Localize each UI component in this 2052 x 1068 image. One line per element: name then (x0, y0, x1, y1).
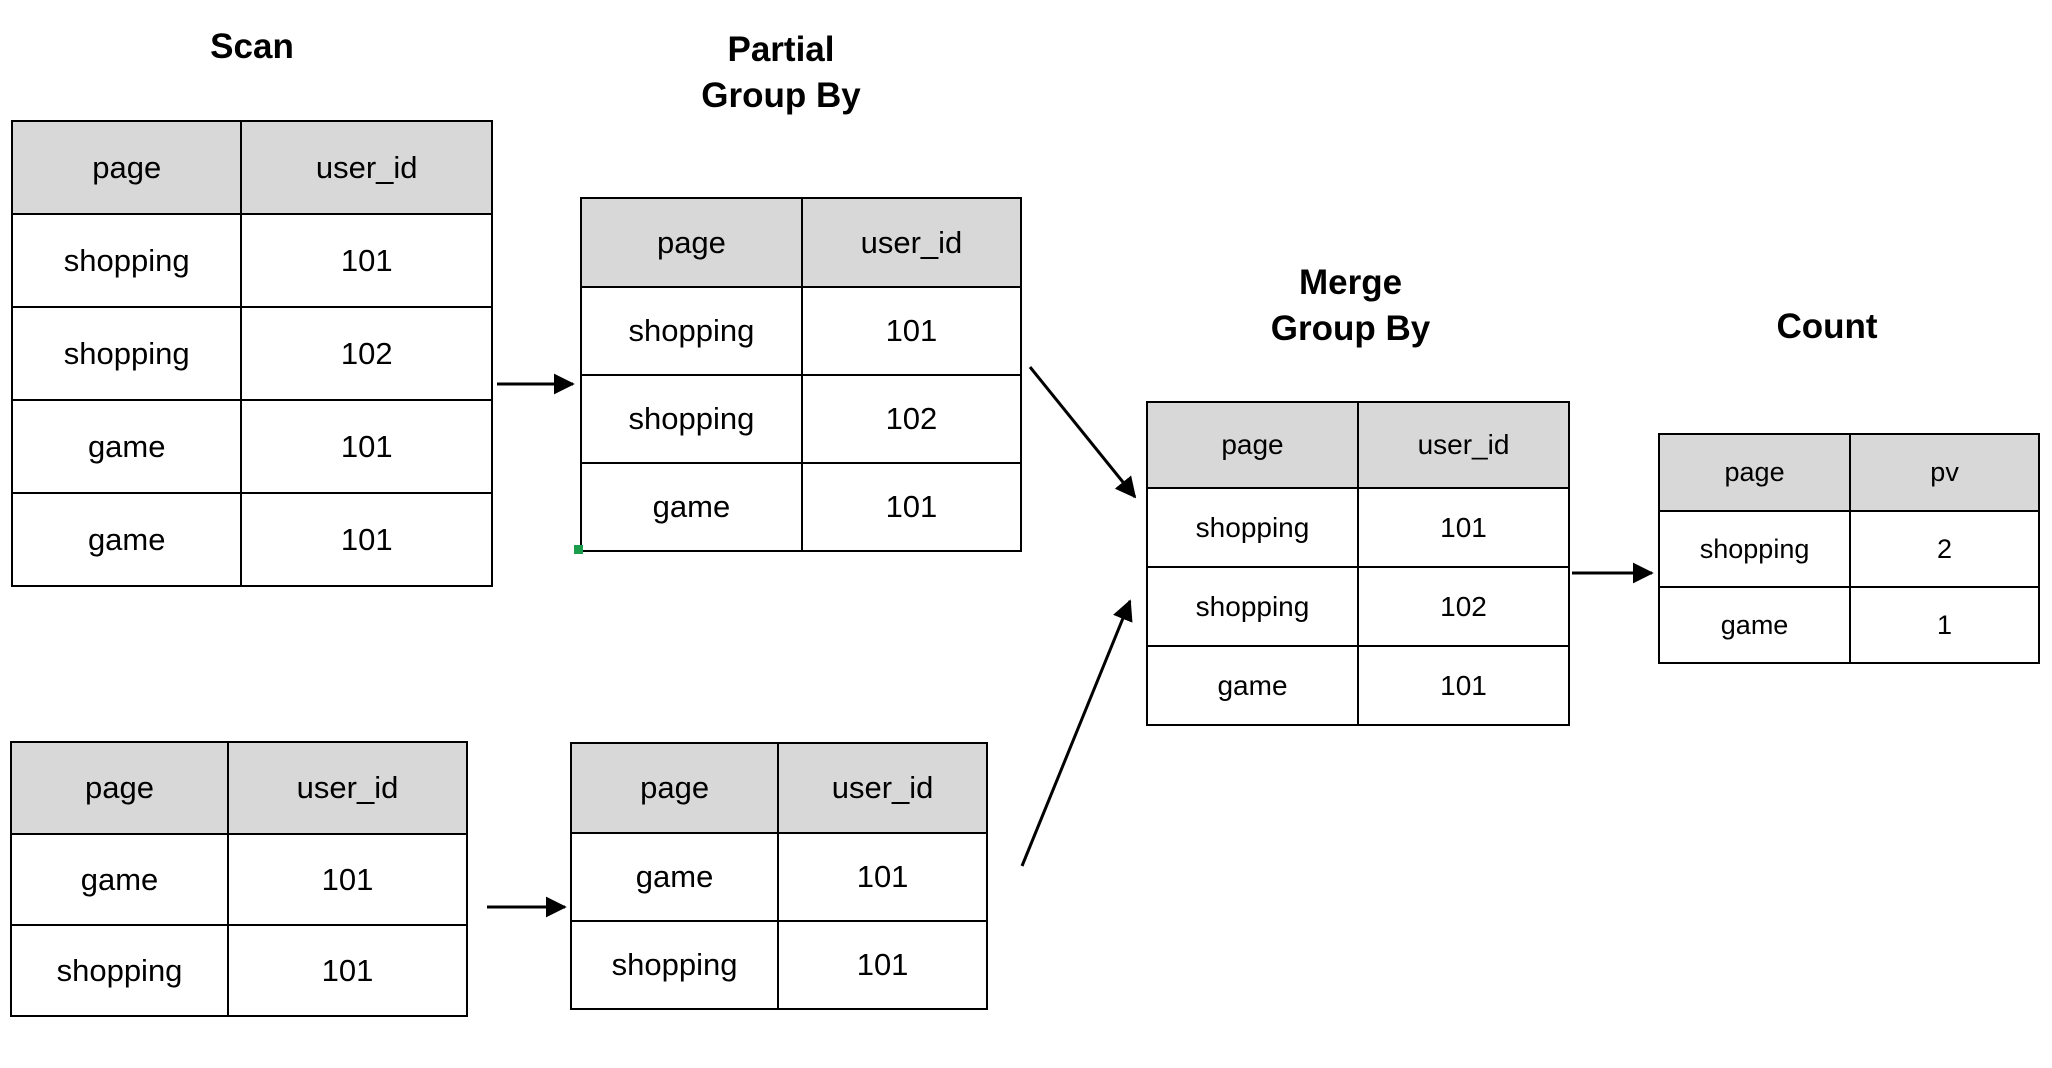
stage-title-line: Count (1776, 307, 1878, 346)
stage-title-line: Partial (727, 30, 835, 69)
cell-user-id: 101 (240, 213, 493, 308)
table-row: game 101 (1146, 645, 1570, 726)
cell-user-id: 101 (240, 399, 493, 494)
column-header-page: page (1657, 433, 1852, 512)
column-header-user-id: user_id (240, 120, 493, 215)
table-row: shopping 101 (569, 920, 988, 1010)
cell-page: game (9, 833, 230, 926)
cell-page: shopping (10, 306, 243, 401)
table-row: game 101 (9, 833, 468, 926)
column-header-page: page (580, 197, 803, 288)
cell-user-id: 101 (777, 920, 988, 1010)
table-header-row: page user_id (1146, 401, 1570, 489)
scan-partition-1-table[interactable]: page user_id shopping 101 shopping 102 g… (10, 120, 493, 587)
stage-title-merge-group-by[interactable]: Merge Group By (1139, 260, 1562, 352)
stage-title-line: Scan (210, 27, 294, 66)
cell-user-id: 102 (1357, 566, 1570, 647)
table-row: shopping 102 (1146, 566, 1570, 647)
column-header-page: page (1146, 401, 1359, 489)
column-header-page: page (9, 741, 230, 835)
cell-user-id: 101 (800, 462, 1023, 552)
cell-pv: 2 (1849, 510, 2040, 588)
scan-partition-2-table[interactable]: page user_id game 101 shopping 101 (9, 741, 468, 1017)
column-header-user-id: user_id (227, 741, 468, 835)
table-row: game 101 (10, 492, 493, 587)
cell-user-id: 102 (800, 374, 1023, 464)
column-header-page: page (10, 120, 243, 215)
table-header-row: page user_id (10, 120, 493, 215)
cell-page: shopping (10, 213, 243, 308)
cell-page: game (10, 399, 243, 494)
cell-page: game (10, 492, 243, 587)
cell-page: game (1657, 586, 1852, 664)
column-header-page: page (569, 742, 780, 834)
cell-user-id: 101 (227, 924, 468, 1017)
stage-title-partial-group-by[interactable]: Partial Group By (560, 27, 1002, 119)
table-row: shopping 102 (10, 306, 493, 401)
table-row: shopping 101 (580, 286, 1023, 376)
table-header-row: page user_id (9, 741, 468, 835)
cell-page: shopping (580, 286, 803, 376)
cell-page: game (1146, 645, 1359, 726)
table-row: shopping 101 (10, 213, 493, 308)
arrow-partial1-to-merge[interactable] (1028, 366, 1137, 499)
cell-page: shopping (1146, 487, 1359, 568)
cell-user-id: 102 (240, 306, 493, 401)
table-row: shopping 101 (9, 924, 468, 1017)
cell-user-id: 101 (800, 286, 1023, 376)
arrow-partial2-to-merge[interactable] (1020, 599, 1133, 867)
cell-page: shopping (9, 924, 230, 1017)
column-header-user-id: user_id (800, 197, 1023, 288)
column-header-user-id: user_id (1357, 401, 1570, 489)
table-header-row: page pv (1657, 433, 2040, 512)
table-row: shopping 102 (580, 374, 1023, 464)
stage-title-line: Merge (1298, 263, 1403, 302)
table-row: shopping 101 (1146, 487, 1570, 568)
selection-handle[interactable] (574, 545, 583, 554)
cell-user-id: 101 (227, 833, 468, 926)
stage-title-count[interactable]: Count (1636, 304, 2018, 350)
table-row: game 101 (569, 832, 988, 922)
cell-page: shopping (569, 920, 780, 1010)
table-header-row: page user_id (580, 197, 1023, 288)
cell-user-id: 101 (777, 832, 988, 922)
count-table[interactable]: page pv shopping 2 game 1 (1657, 433, 2040, 664)
table-row: game 101 (580, 462, 1023, 552)
stage-title-line: Group By (1270, 309, 1431, 348)
partial-group-by-1-table[interactable]: page user_id shopping 101 shopping 102 g… (580, 197, 1023, 552)
stage-title-scan[interactable]: Scan (11, 24, 493, 70)
cell-user-id: 101 (240, 492, 493, 587)
partial-group-by-2-table[interactable]: page user_id game 101 shopping 101 (569, 742, 988, 1010)
table-row: shopping 2 (1657, 510, 2040, 588)
cell-user-id: 101 (1357, 487, 1570, 568)
column-header-pv: pv (1849, 433, 2040, 512)
cell-page: game (569, 832, 780, 922)
cell-pv: 1 (1849, 586, 2040, 664)
merge-group-by-table[interactable]: page user_id shopping 101 shopping 102 g… (1146, 401, 1570, 726)
table-row: game 1 (1657, 586, 2040, 664)
cell-page: game (580, 462, 803, 552)
table-header-row: page user_id (569, 742, 988, 834)
table-row: game 101 (10, 399, 493, 494)
cell-page: shopping (580, 374, 803, 464)
cell-user-id: 101 (1357, 645, 1570, 726)
column-header-user-id: user_id (777, 742, 988, 834)
stage-title-line: Group By (701, 76, 861, 115)
cell-page: shopping (1146, 566, 1359, 647)
cell-page: shopping (1657, 510, 1852, 588)
